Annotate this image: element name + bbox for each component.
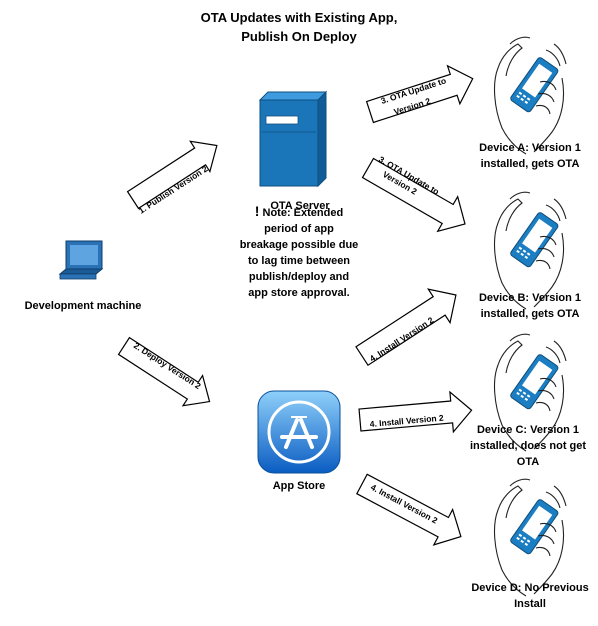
ota-server-label: OTA Server <box>270 200 330 212</box>
laptop-icon <box>58 240 104 280</box>
device-c-line-3: OTA <box>516 456 540 468</box>
warning-icon: ! <box>254 203 260 219</box>
device-a-icon <box>493 36 567 155</box>
arrow-install-device-c <box>358 390 473 434</box>
arrow-deploy-version-2 <box>117 336 211 407</box>
device-b-line-1: Device B: Version 1 <box>478 292 582 304</box>
note-line-6: app store approval. <box>248 287 350 299</box>
device-a-label: Device A: Version 1 installed, gets OTA <box>462 140 598 172</box>
note-line-3: breakage possible due <box>239 239 359 251</box>
device-d-line-1: Device D: No Previous <box>471 582 589 594</box>
device-a-line-1: Device A: Version 1 <box>479 142 581 154</box>
note-line-5: publish/deploy and <box>248 271 350 283</box>
note-block: ! Note: Extended period of app breakage … <box>224 203 374 301</box>
arrow-ota-update-device-a <box>365 64 474 124</box>
title-line-2: Publish On Deploy <box>241 29 357 44</box>
device-d-icon <box>493 478 567 597</box>
note-line-1: Note: Extended <box>262 207 344 219</box>
ota-server-icon <box>258 90 328 188</box>
dev-machine-label: Development machine <box>24 300 142 312</box>
arrow-install-device-d <box>356 473 462 546</box>
device-c-label: Device C: Version 1 installed, does not … <box>458 422 598 470</box>
note-line-2: period of app <box>264 223 334 235</box>
device-a-line-2: installed, gets OTA <box>480 158 580 170</box>
device-d-label: Device D: No Previous Install <box>462 580 598 612</box>
title-line-1: OTA Updates with Existing App, <box>200 10 398 25</box>
device-d-line-2: Install <box>514 598 546 610</box>
arrow-ota-update-device-b <box>361 157 466 233</box>
app-store-label: App Store <box>272 480 326 492</box>
device-c-line-2: installed, does not get <box>469 440 587 452</box>
device-b-line-2: installed, gets OTA <box>480 308 580 320</box>
diagram-title: OTA Updates with Existing App, Publish O… <box>0 8 598 46</box>
note-line-4: to lag time between <box>247 255 351 267</box>
app-store-icon <box>257 390 341 474</box>
arrow-publish-version-2 <box>126 140 218 210</box>
arrow-install-device-b <box>355 288 457 367</box>
device-b-label: Device B: Version 1 installed, gets OTA <box>462 290 598 322</box>
device-c-line-1: Device C: Version 1 <box>476 424 580 436</box>
